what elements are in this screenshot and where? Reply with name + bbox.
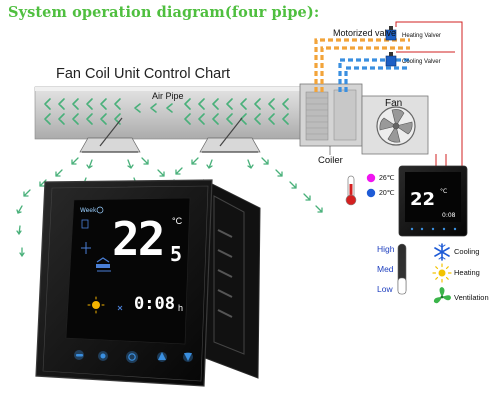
thermometer-icon — [345, 175, 357, 206]
fan-label: Fan — [385, 98, 403, 109]
diffuser-right — [199, 117, 261, 153]
main-temperature-decimal: 5 — [170, 242, 183, 266]
speed-med-label: Med — [377, 264, 394, 274]
svg-text:0:08: 0:08 — [442, 212, 456, 219]
small-thermostat: 22 °C 0:08 — [398, 165, 468, 237]
main-thermostat-keypad-glow — [74, 350, 193, 363]
hot-water-pipes — [314, 38, 410, 92]
cooling-valve-label: Cooling Valver — [402, 59, 441, 65]
week-text: Week — [80, 207, 97, 214]
svg-text:22: 22 — [410, 189, 435, 210]
coiler-unit — [299, 83, 363, 147]
cold-temp-label: 20℃ — [379, 190, 395, 197]
fan-speed-slider — [397, 243, 407, 295]
main-clock: 0:08 — [134, 294, 175, 314]
hot-temp-label: 26℃ — [379, 175, 395, 182]
cold-water-pipes — [338, 58, 410, 92]
coiler-label: Coiler — [318, 155, 343, 166]
airflow-arrows-pipe — [44, 98, 289, 125]
svg-text:°C: °C — [440, 188, 447, 195]
motorized-valve-label: Motorized valve — [333, 28, 397, 38]
air-pipe-label: Air Pipe — [152, 91, 184, 101]
speed-high-label: High — [377, 244, 395, 254]
main-temperature-unit: °C — [172, 216, 183, 226]
main-thermostat: Week — [35, 179, 261, 387]
hot-indicator-dot — [366, 173, 376, 183]
air-pipe — [34, 86, 338, 140]
cooling-mode-label: Cooling — [454, 247, 480, 256]
control-wire — [395, 21, 463, 178]
cold-indicator-dot — [366, 188, 376, 198]
main-temperature: 22 — [112, 212, 165, 266]
cooling-valve-icon — [385, 52, 397, 67]
heating-valve-label: Heating Valver — [402, 33, 441, 39]
sun-icon — [432, 263, 452, 283]
ventilation-fan-icon — [433, 287, 451, 304]
main-clock-suffix: h — [178, 303, 184, 313]
fan-icon — [379, 109, 413, 143]
speed-low-label: Low — [377, 284, 393, 294]
chart-title: Fan Coil Unit Control Chart — [56, 66, 231, 82]
ventilation-mode-label: Ventilation — [454, 293, 489, 302]
diffuser-left — [79, 117, 141, 153]
heating-mode-label: Heating — [454, 268, 480, 277]
snowflake-icon — [434, 243, 450, 261]
heating-valve-icon — [385, 26, 397, 41]
fan-housing — [361, 95, 429, 155]
page-title: System operation diagram(four pipe): — [8, 4, 320, 21]
